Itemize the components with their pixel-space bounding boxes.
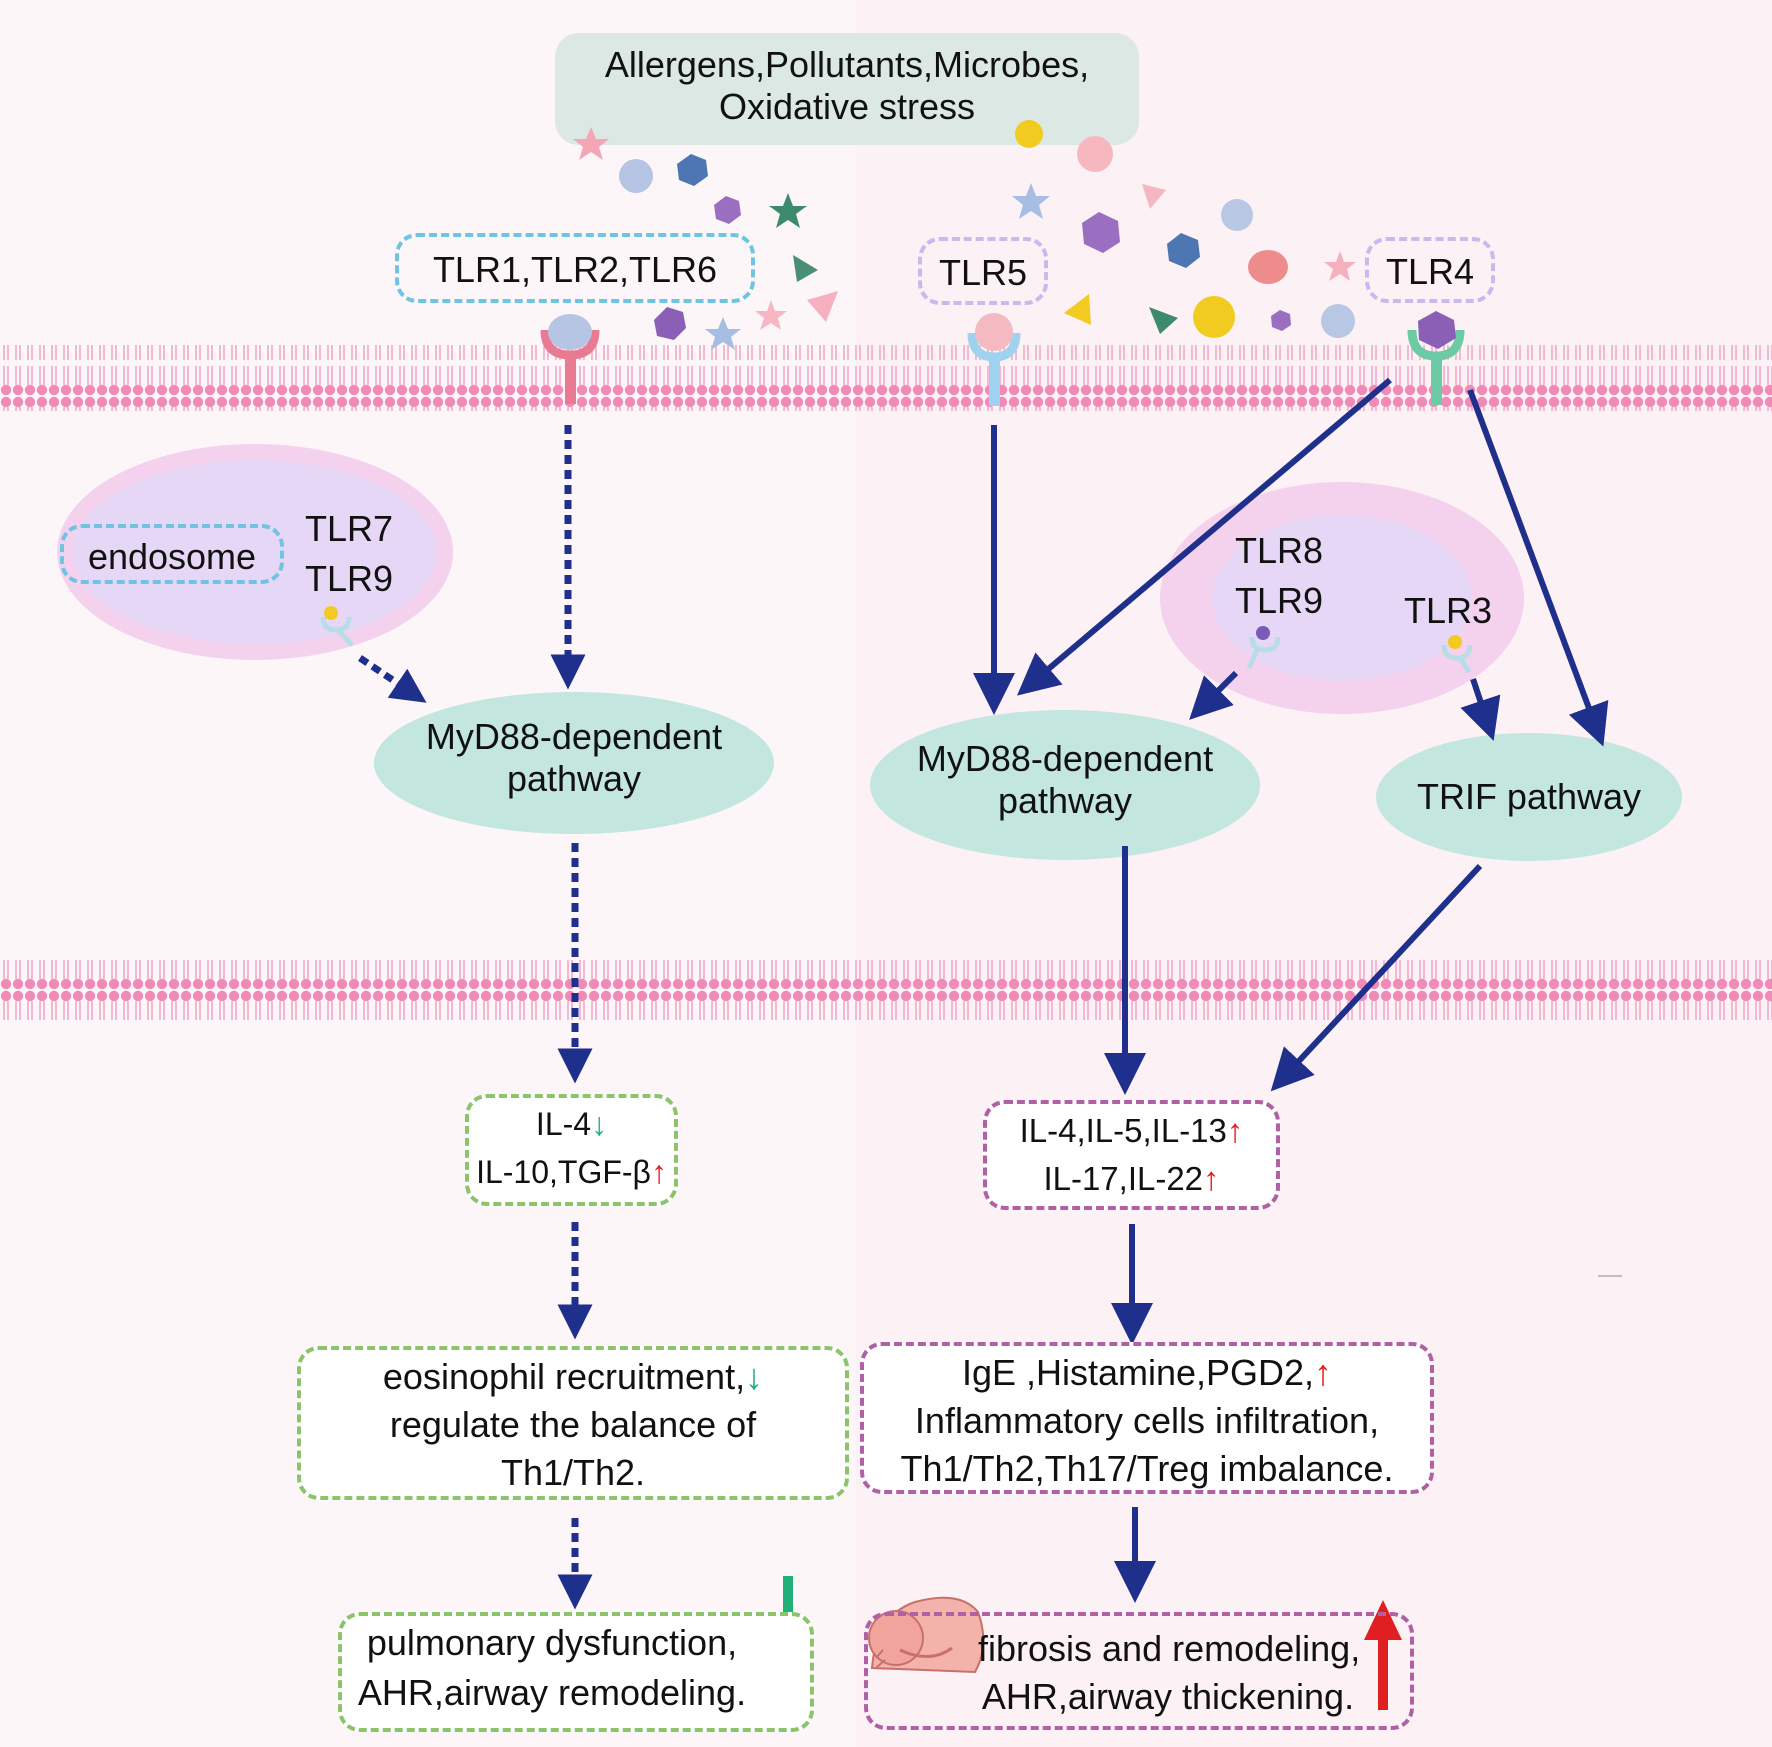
left-effects-line-3: Th1/Th2. — [500, 1452, 646, 1493]
ligand-particles — [573, 120, 1356, 350]
left-effects-line-1-wrap: eosinophil recruitment,↓ — [301, 1356, 845, 1398]
left-endosome-inner — [73, 460, 437, 644]
right-effects-line-1-wrap: IgE ,Histamine,PGD2,↑ — [864, 1352, 1430, 1394]
endosome-label: endosome — [87, 536, 257, 577]
tlr8-label: TLR8 — [1235, 530, 1324, 571]
tlr9-left-label: TLR9 — [305, 558, 394, 599]
big-up-arrow-shaft — [1378, 1638, 1388, 1710]
tlr126-receptor-graphic — [540, 314, 600, 404]
right-cytokine-line-2: IL-17,IL-22 — [1043, 1160, 1204, 1197]
left-effects-box: eosinophil recruitment,↓ regulate the ba… — [297, 1346, 849, 1500]
right-effects-box: IgE ,Histamine,PGD2,↑ Inflammatory cells… — [860, 1342, 1434, 1494]
tlr4-label: TLR4 — [1385, 251, 1475, 292]
trif-ellipse — [1376, 733, 1682, 861]
left-dotted-arrows — [358, 425, 593, 1610]
left-outcome-box: pulmonary dysfunction, AHR,airway remode… — [338, 1612, 814, 1732]
down-arrow-icon: ↓ — [745, 1356, 764, 1397]
right-myd88-label: MyD88-dependent pathway — [870, 738, 1260, 823]
right-effects-line-1: IgE ,Histamine,PGD2, — [961, 1352, 1315, 1393]
left-cytokine-line-1: IL-4 — [535, 1106, 592, 1142]
up-arrow-icon: ↑ — [1203, 1160, 1220, 1197]
right-myd88-line-2: pathway — [997, 780, 1133, 822]
left-cytokine-line-2-wrap: IL-10,TGF-β↑ — [469, 1154, 674, 1192]
down-arrow-icon: ↓ — [591, 1106, 608, 1142]
right-myd88-ellipse — [870, 710, 1260, 860]
trif-label: TRIF pathway — [1416, 776, 1642, 817]
left-myd88-line-2: pathway — [506, 758, 642, 800]
right-cytokine-box: IL-4,IL-5,IL-13↑ IL-17,IL-22↑ — [983, 1100, 1280, 1210]
left-cytokine-line-2: IL-10,TGF-β — [476, 1154, 651, 1190]
tlr9-right-label: TLR9 — [1235, 580, 1324, 621]
right-myd88-line-1: MyD88-dependent — [916, 738, 1214, 779]
trigger-label: Allergens,Pollutants,Microbes, Oxidative… — [555, 44, 1139, 129]
left-effects-line-2: regulate the balance of — [389, 1404, 757, 1445]
right-outcome-line-1: fibrosis and remodeling, — [978, 1628, 1361, 1669]
up-arrow-icon: ↑ — [1226, 1112, 1244, 1149]
trigger-line-2: Oxidative stress — [718, 86, 976, 128]
endosome-box: endosome — [60, 524, 284, 584]
tlr79-small-receptor-graphic — [320, 606, 354, 647]
left-myd88-ellipse — [374, 692, 774, 834]
tlr3-small-receptor-graphic — [1441, 635, 1473, 674]
bottom-membrane — [0, 954, 1772, 1020]
trigger-line-1: Allergens,Pollutants,Microbes, — [604, 44, 1090, 85]
big-down-arrow-shaft — [783, 1576, 793, 1646]
left-cytokine-line-1-wrap: IL-4↓ — [469, 1106, 674, 1144]
tlr4-receptor-graphic — [1407, 311, 1465, 405]
tlr3-label: TLR3 — [1404, 590, 1493, 631]
tlr126-box: TLR1,TLR2,TLR6 — [395, 233, 755, 303]
left-outcome-line-1: pulmonary dysfunction, — [366, 1622, 738, 1663]
up-arrow-icon: ↑ — [650, 1154, 667, 1190]
left-effects-line-1: eosinophil recruitment, — [382, 1356, 746, 1397]
tlr5-receptor-graphic — [967, 313, 1021, 406]
trigger-box — [555, 33, 1139, 145]
left-myd88-line-1: MyD88-dependent — [425, 716, 723, 757]
right-effects-line-2: Inflammatory cells infiltration, — [914, 1400, 1380, 1441]
tlr7-label: TLR7 — [305, 508, 394, 549]
right-cytokine-line-1: IL-4,IL-5,IL-13 — [1019, 1112, 1227, 1149]
right-cytokine-line-2-wrap: IL-17,IL-22↑ — [987, 1160, 1276, 1199]
left-myd88-label: MyD88-dependent pathway — [374, 716, 774, 801]
left-cytokine-box: IL-4↓ IL-10,TGF-β↑ — [465, 1094, 678, 1206]
right-solid-arrows — [973, 377, 1609, 1603]
tlr5-box: TLR5 — [918, 237, 1048, 305]
right-outcome-line-2: AHR,airway thickening. — [981, 1676, 1355, 1717]
top-membrane — [0, 345, 1772, 411]
up-arrow-icon: ↑ — [1314, 1352, 1333, 1393]
right-outcome-box: fibrosis and remodeling, AHR,airway thic… — [864, 1612, 1414, 1730]
tlr126-label: TLR1,TLR2,TLR6 — [432, 249, 718, 290]
left-outcome-line-2: AHR,airway remodeling. — [357, 1672, 747, 1713]
tlr4-box: TLR4 — [1365, 237, 1495, 303]
tlr5-label: TLR5 — [938, 252, 1028, 293]
tlr89-small-receptor-graphic — [1246, 626, 1281, 670]
right-effects-line-3: Th1/Th2,Th17/Treg imbalance. — [900, 1448, 1394, 1489]
right-cytokine-line-1-wrap: IL-4,IL-5,IL-13↑ — [987, 1112, 1276, 1151]
